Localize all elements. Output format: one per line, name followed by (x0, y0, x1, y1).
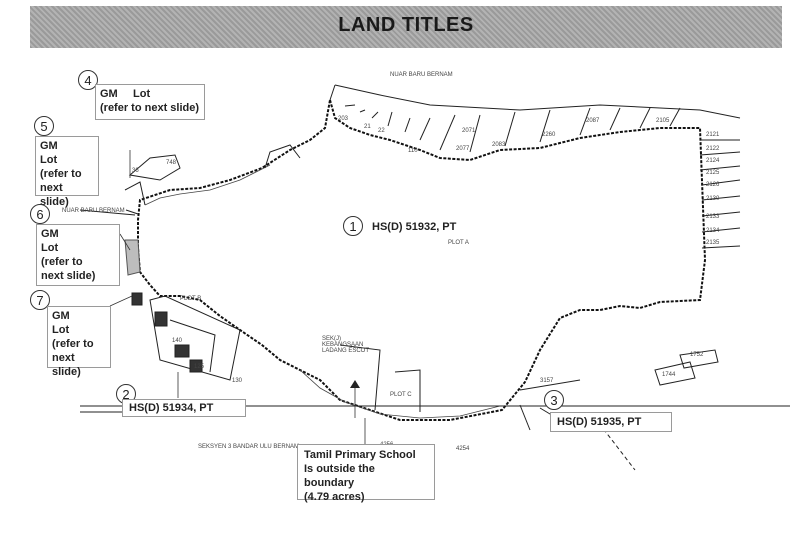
callout-number-1: 1 (343, 216, 363, 236)
leader-lines (109, 150, 366, 444)
school-map-label: SEK(J) KEBANGSAAN LADANG ESCOT (322, 336, 370, 354)
callout-label-3: HS(D) 51935, PT (557, 416, 642, 428)
plot-label: PLOT A (448, 240, 469, 246)
lot-label: 36 (132, 168, 139, 174)
callout-6-line3: (refer to (41, 256, 83, 268)
lot-label: 203 (338, 116, 349, 122)
callout-7-line2: Lot (52, 324, 70, 336)
callout-number-6: 6 (30, 204, 50, 224)
callout-box-5: GM Lot (refer to next slide) (35, 136, 99, 208)
lot-label: 2087 (586, 118, 600, 124)
callout-box-7: GM Lot (refer to next slide) (47, 306, 111, 378)
school-arrow (350, 380, 360, 388)
lot-label: 2122 (706, 146, 720, 152)
lot-label: 2135 (706, 240, 720, 246)
bottom-section-caption: SEKSYEN 3 BANDAR ULU BERNAM (198, 444, 300, 450)
lot-label: 140 (172, 338, 183, 344)
callout-7-line1: GM (52, 310, 70, 322)
lot-label: 3157 (540, 378, 554, 384)
lot-label: 110 (408, 148, 418, 154)
callout-number-5: 5 (34, 116, 54, 136)
plot-label: PLOT B (180, 296, 202, 302)
callout-6-line4: next slide) (41, 270, 96, 282)
title-banner: LAND TITLES (30, 6, 782, 48)
callout-number-7: 7 (30, 290, 50, 310)
callout-box-6: GM Lot (refer to next slide) (36, 224, 120, 286)
lot-label: 2126 (706, 182, 720, 188)
left-road-caption: NUAR BARU BERNAM (62, 208, 125, 214)
callout-5-line3: (refer to (40, 168, 82, 180)
lot-label: 2260 (542, 132, 556, 138)
callout-4-line1: GM (100, 88, 118, 100)
callout-5-line2: Lot (40, 154, 58, 166)
lot-label: 2133 (706, 214, 720, 220)
lot-label: 125 (194, 364, 205, 370)
lot-label: 2077 (456, 146, 470, 152)
callout-4-line2: Lot (133, 88, 151, 100)
callout-7-line3: (refer to (52, 338, 94, 350)
callout-label-1: HS(D) 51932, PT (372, 221, 457, 233)
callout-number-4: 4 (78, 70, 98, 90)
callout-5-line1: GM (40, 140, 58, 152)
lot-label: 130 (232, 378, 243, 384)
callout-4-line3: (refer to next slide) (100, 102, 200, 114)
lot-label: 2121 (706, 132, 720, 138)
callout-6-line1: GM (41, 228, 59, 240)
school-note-line1: Tamil Primary School (304, 449, 416, 461)
lot-label: 2134 (706, 228, 720, 234)
lot-label: 2124 (706, 158, 720, 164)
boundary-hatch (144, 164, 501, 419)
school-note-line3: (4.79 acres) (304, 491, 365, 503)
lot-label: 2105 (656, 118, 670, 124)
callout-5-line4: next slide) (40, 182, 69, 208)
main-parcel-boundary (137, 99, 707, 421)
lot-label: 4254 (456, 446, 470, 452)
plot-b-region (131, 292, 241, 381)
callout-box-2: HS(D) 51934, PT (122, 399, 246, 417)
lot-label: 2083 (492, 142, 506, 148)
callout-box-3: HS(D) 51935, PT (550, 412, 672, 432)
lot-label: 22 (378, 128, 385, 134)
page-title: LAND TITLES (338, 14, 474, 36)
callout-7-line4: next slide) (52, 352, 81, 378)
top-road-caption: NUAR BARU BERNAM (390, 72, 453, 78)
top-lots (329, 84, 741, 249)
lot-label: 748 (166, 160, 177, 166)
plot-label: PLOT C (390, 392, 412, 398)
lot-label: 21 (364, 124, 371, 130)
lot-label: 1752 (690, 352, 704, 358)
school-note-line2: Is outside the boundary (304, 463, 375, 489)
school-note-box: Tamil Primary School Is outside the boun… (297, 444, 435, 503)
callout-6-line2: Lot (41, 242, 59, 254)
callout-box-4: GM Lot (refer to next slide) (95, 84, 205, 120)
lot-label: 2071 (462, 128, 476, 134)
lot-label: 2125 (706, 170, 720, 176)
callout-label-2: HS(D) 51934, PT (129, 402, 214, 414)
lot-label: 2130 (706, 196, 720, 202)
lot-label: 1744 (662, 372, 676, 378)
callout-number-3: 3 (544, 390, 564, 410)
